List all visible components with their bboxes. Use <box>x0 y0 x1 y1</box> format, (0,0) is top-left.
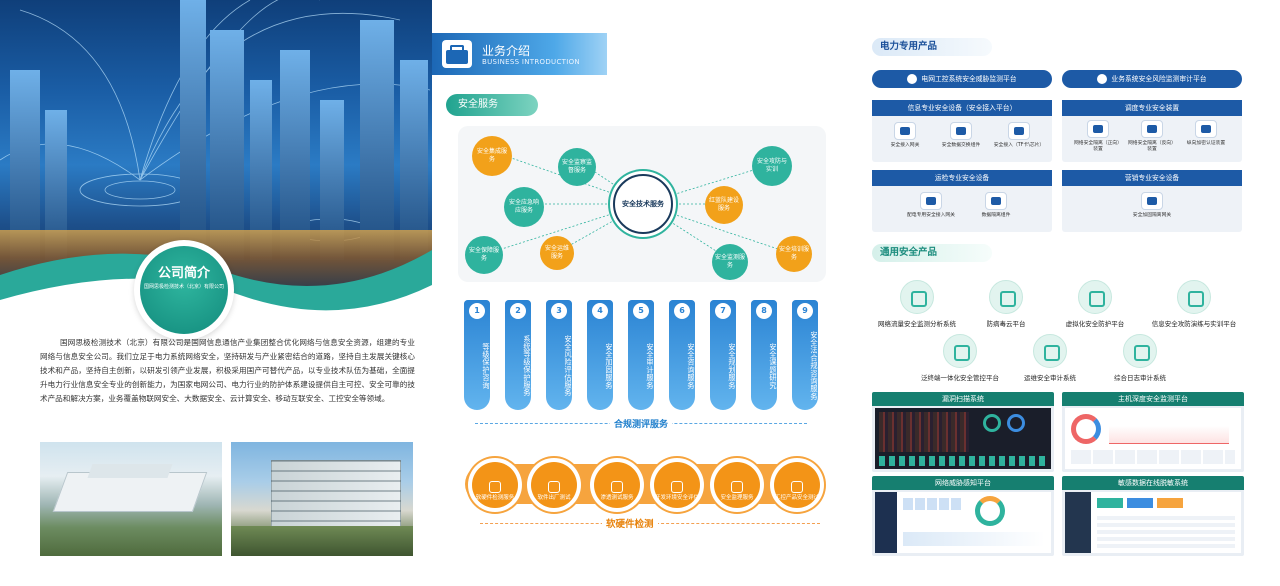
center-service-node: 安全技术服务 <box>613 174 673 234</box>
isolation-icon <box>1087 120 1109 138</box>
company-badge-inner <box>140 246 228 334</box>
penetration-icon <box>611 481 623 493</box>
dispatch-security-card: 调度专业安全装置 网络安全隔离（正向）装置 网络安全隔离（反向）装置 纵向加密认… <box>1062 100 1242 162</box>
pulse-icon <box>900 280 934 314</box>
business-title: 业务介绍 <box>482 44 531 58</box>
isolation-icon <box>1141 120 1163 138</box>
gateway-icon <box>920 192 942 210</box>
info-security-card: 信息专业安全设备（安全接入平台） 安全接入网关 安全数据交换组件 安全接入（TF… <box>872 100 1052 162</box>
checklist-icon <box>548 481 560 493</box>
company-intro: 国网思极检测技术（北京）有限公司是国网信息通信产业集团整合优化网络与信息安全资源… <box>40 338 415 403</box>
chip-icon <box>1008 122 1030 140</box>
company-subtitle: 国网思极检测技术（北京）有限公司 <box>143 284 224 290</box>
service-node: 红蓝队建设服务 <box>705 186 743 224</box>
search-doc-icon <box>1033 334 1067 368</box>
puzzle-icon <box>985 192 1007 210</box>
company-panel: 公司简介 国网思极检测技术（北京）有限公司 国网思极检测技术（北京）有限公司是国… <box>0 0 432 586</box>
shield-check-icon <box>1078 280 1112 314</box>
marketing-security-card: 营销专业安全设备 安全加固隔离网关 <box>1062 170 1242 232</box>
hw-label: 软硬件检测 <box>602 516 658 530</box>
platform-pill: 业务系统安全风险监测审计平台 <box>1062 70 1242 88</box>
briefcase-icon <box>442 40 472 68</box>
hw-service-item: 渗透测试服务 <box>590 458 644 512</box>
platform-pill: 电网工控系统安全威胁监测平台 <box>872 70 1052 88</box>
general-product: 防病毒云平台 <box>966 280 1046 328</box>
hw-service-item: 安全监理服务 <box>710 458 764 512</box>
target-icon <box>1177 280 1211 314</box>
hw-service-item: 软件出厂测试 <box>527 458 581 512</box>
shield-icon <box>731 481 743 493</box>
service-node: 安全监测服务 <box>712 244 748 280</box>
hw-service-item: 软硬件检测服务 <box>468 458 522 512</box>
data-masking-screenshot: 敏感数据在线脱敏系统 <box>1062 476 1244 556</box>
service-node: 安全运维服务 <box>540 236 574 270</box>
chart-icon <box>1097 74 1108 84</box>
gear-icon <box>950 122 972 140</box>
power-products-title: 电力专用产品 <box>872 38 992 56</box>
general-product: 网络流量安全监测分析系统 <box>877 280 957 328</box>
business-subtitle: BUSINESS INTRODUCTION <box>482 58 580 66</box>
headquarters-aerial-photo <box>40 442 222 556</box>
shield-icon <box>907 74 918 84</box>
compliance-label: 合规测评服务 <box>610 417 673 430</box>
threat-sense-screenshot: 网络威胁感知平台 <box>872 476 1054 556</box>
service-node: 安全培训服务 <box>776 236 812 272</box>
service-node: 安全监察监督服务 <box>558 148 596 186</box>
general-product: 运维安全审计系统 <box>1010 334 1090 382</box>
general-product: 泛终端一体化安全管控平台 <box>920 334 1000 382</box>
grid-icon <box>1123 334 1157 368</box>
hw-service-item: 工控产品安全测试 <box>770 458 824 512</box>
service-node: 安全保障服务 <box>465 236 503 274</box>
tool-icon <box>791 481 803 493</box>
test-icon <box>489 481 501 493</box>
general-product: 虚拟化安全防护平台 <box>1055 280 1135 328</box>
hw-service-item: 开发环境安全评估 <box>650 458 704 512</box>
general-products-title: 通用安全产品 <box>872 244 992 262</box>
gateway-icon <box>894 122 916 140</box>
vuln-scan-screenshot: 漏洞扫描系统 <box>872 392 1054 472</box>
encryption-icon <box>1195 120 1217 138</box>
edit-icon <box>671 481 683 493</box>
terminal-icon <box>943 334 977 368</box>
host-monitor-screenshot: 主机深度安全监测平台 <box>1062 392 1244 472</box>
service-node: 安全集成服务 <box>472 136 512 176</box>
office-building-photo <box>231 442 413 556</box>
security-service-label: 安全服务 <box>446 94 538 116</box>
gateway-icon <box>1141 192 1163 210</box>
ops-security-card: 运检专业安全设备 配电专用安全接入网关 数据隔离组件 <box>872 170 1052 232</box>
general-product: 信息安全攻防演练与实训平台 <box>1144 280 1244 328</box>
general-product: 综合日志审计系统 <box>1100 334 1180 382</box>
service-node: 安全应急响应服务 <box>504 187 544 227</box>
company-title: 公司简介 <box>157 266 210 281</box>
service-node: 安全攻防与实训 <box>752 146 792 186</box>
cloud-icon <box>989 280 1023 314</box>
